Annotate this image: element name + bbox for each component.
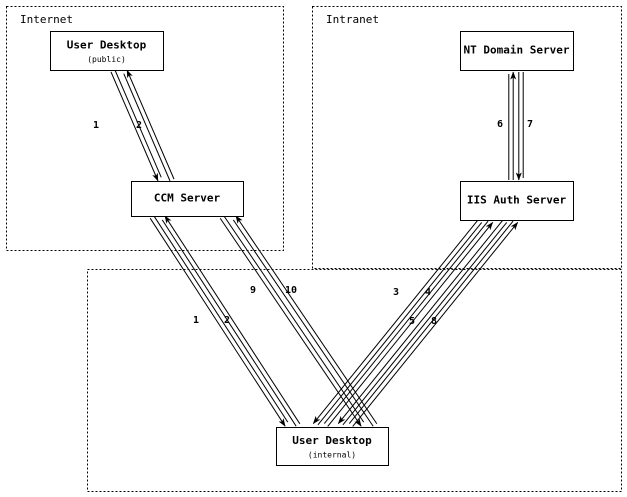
flow-step-label-2-user-desktop-internal: 2 — [224, 315, 230, 326]
node-title-ccm-server: CCM Server — [154, 192, 221, 205]
flow-line-secondary — [323, 220, 489, 424]
node-user-desktop-public[interactable]: User Desktop (public) — [50, 31, 164, 71]
node-box-nt-domain-server[interactable] — [460, 31, 574, 71]
flow-line-primary — [126, 69, 175, 180]
node-title-user-desktop-public: User Desktop — [67, 39, 147, 52]
flow-step-label-2-ccm-server: 2 — [136, 120, 142, 131]
flow-line-secondary — [161, 219, 297, 427]
flow-step-label-4-user-desktop-internal: 4 — [425, 287, 431, 298]
flows-layer — [110, 69, 524, 427]
flow-step-label-1-user-desktop-public: 1 — [93, 120, 99, 131]
flow-step-label-3-iis-auth-server: 3 — [393, 287, 399, 298]
node-subtitle-user-desktop-public: (public) — [87, 55, 126, 64]
zone-label-intranet: Intranet — [326, 13, 379, 26]
node-box-ccm-server[interactable] — [131, 181, 244, 217]
flow-line-secondary — [114, 69, 162, 178]
zone-boundary-internal — [87, 269, 622, 492]
flow-line-primary — [312, 219, 479, 425]
node-title-user-desktop-internal: User Desktop — [292, 434, 372, 447]
node-nt-domain-server[interactable]: NT Domain Server — [460, 31, 574, 71]
flow-line-primary — [352, 221, 519, 427]
flow-step-label-5-iis-auth-server: 5 — [409, 316, 415, 327]
flow-line-secondary — [232, 219, 374, 427]
flow-line-secondary — [223, 215, 365, 423]
node-box-user-desktop-public[interactable] — [50, 31, 164, 71]
flow-line-primary — [149, 217, 286, 427]
flow-arrow-3-iis-auth-server-to-user-desktop-internal — [312, 219, 483, 426]
flow-step-label-9-ccm-server: 9 — [250, 285, 256, 296]
flow-arrow-9-ccm-server-to-user-desktop-internal — [219, 215, 365, 427]
flow-line-secondary — [348, 220, 514, 424]
flow-line-secondary — [342, 222, 508, 426]
zone-boundary-internet — [6, 6, 284, 251]
node-ccm-server[interactable]: CCM Server — [131, 181, 244, 217]
node-box-user-desktop-internal[interactable] — [276, 427, 389, 466]
flow-line-secondary — [123, 73, 171, 182]
node-user-desktop-internal[interactable]: User Desktop (internal) — [276, 427, 389, 466]
flow-line-primary — [337, 219, 504, 425]
flow-arrow-8-user-desktop-internal-to-iis-auth-server — [348, 220, 519, 427]
node-title-nt-domain-server: NT Domain Server — [464, 44, 570, 57]
zones-layer: Internet Intranet — [6, 6, 622, 492]
flow-arrow-5-iis-auth-server-to-user-desktop-internal — [337, 219, 508, 426]
flow-arrow-1-user-desktop-public-to-ccm-server — [110, 69, 162, 182]
flow-arrow-1-ccm-server-to-user-desktop-internal — [149, 215, 289, 427]
node-subtitle-user-desktop-internal: (internal) — [308, 451, 356, 460]
flow-labels-layer: 1 2 1 2 3 4 5 8 6 7 9 10 — [93, 119, 533, 327]
flow-line-secondary — [317, 222, 483, 426]
node-iis-auth-server[interactable]: IIS Auth Server — [460, 181, 574, 221]
flow-step-label-6-iis-auth-server: 6 — [497, 119, 503, 130]
zone-label-internet: Internet — [20, 13, 73, 26]
flow-arrow-2-ccm-server-to-user-desktop-public — [123, 69, 175, 182]
flow-line-primary — [235, 215, 378, 425]
flow-arrow-7-nt-domain-server-to-iis-auth-server — [515, 72, 524, 181]
flow-step-label-7-nt-domain-server: 7 — [527, 119, 533, 130]
flow-line-primary — [164, 215, 301, 425]
flow-step-label-8-user-desktop-internal: 8 — [431, 316, 437, 327]
flow-line-secondary — [153, 215, 289, 423]
node-title-iis-auth-server: IIS Auth Server — [467, 194, 567, 207]
node-box-iis-auth-server[interactable] — [460, 181, 574, 221]
zone-boundary-intranet — [312, 6, 622, 269]
flow-line-primary — [110, 71, 159, 182]
flow-arrow-6-iis-auth-server-to-nt-domain-server — [508, 71, 517, 180]
flow-arrow-2-user-desktop-internal-to-ccm-server — [161, 215, 301, 427]
flow-arrow-10-user-desktop-internal-to-ccm-server — [232, 215, 378, 427]
nodes-layer: User Desktop (public) CCM Server NT Domain … — [50, 31, 574, 466]
flow-line-primary — [219, 217, 362, 427]
flow-step-label-1-ccm-server: 1 — [193, 315, 199, 326]
flow-step-label-10-user-desktop-internal: 10 — [285, 285, 297, 296]
